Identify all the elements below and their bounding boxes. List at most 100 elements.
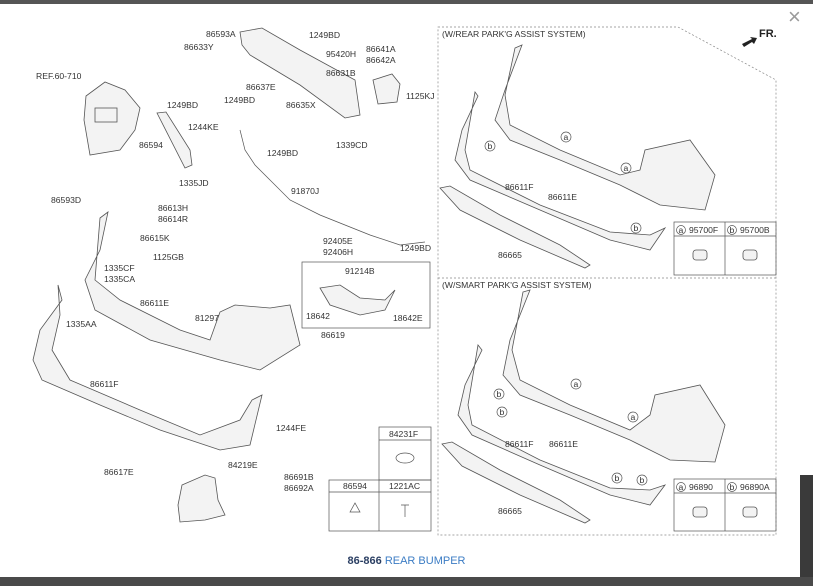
part-label[interactable]: 86611F	[505, 182, 534, 192]
screw-icon	[401, 504, 409, 517]
part-label[interactable]: 1335AA	[66, 319, 97, 329]
side-bracket-86613H	[156, 111, 193, 169]
sensor-a-label[interactable]: 95700F	[689, 225, 718, 235]
callout-a: a	[574, 379, 579, 389]
lower-cover-86611F	[457, 344, 667, 506]
sensor-a-label[interactable]: 96890	[689, 482, 713, 492]
callout-a: a	[624, 163, 629, 173]
bumper-cover-86611E	[84, 211, 301, 371]
part-label[interactable]: 1249BD	[224, 95, 255, 105]
callout-b: b	[634, 223, 639, 233]
part-label[interactable]: 1335CF	[104, 263, 135, 273]
part-label[interactable]: 86637E	[246, 82, 276, 92]
wiring-harness-91870J	[239, 129, 426, 246]
sensor-icon	[742, 249, 758, 261]
part-label[interactable]: 18642	[306, 311, 330, 321]
part-label[interactable]: 1244FE	[276, 423, 306, 433]
part-label[interactable]: 92405E	[323, 236, 353, 246]
callout-b: b	[500, 407, 505, 417]
part-label[interactable]: 1335JD	[179, 178, 209, 188]
legend-left-label: 86594	[343, 481, 367, 491]
part-label[interactable]: 86611E	[140, 298, 169, 308]
bumper-cover-86611E	[494, 44, 716, 211]
part-label[interactable]: 86613H	[158, 203, 188, 213]
part-label[interactable]: 1249BD	[309, 30, 340, 40]
part-label[interactable]: 84219E	[228, 460, 258, 470]
part-label[interactable]: 1125GB	[153, 252, 184, 262]
part-label[interactable]: 86617E	[104, 467, 134, 477]
part-label[interactable]: 1335CA	[104, 274, 135, 284]
callout-b: b	[615, 473, 620, 483]
background-overlay-edge	[800, 475, 813, 577]
part-label[interactable]: 86611F	[505, 439, 534, 449]
variant-frame	[437, 26, 777, 536]
part-label[interactable]: 86619	[321, 330, 345, 340]
part-label[interactable]: 91214B	[345, 266, 375, 276]
part-label[interactable]: 1249BD	[167, 100, 198, 110]
callout-b: b	[640, 475, 645, 485]
legend-top-label: 84231F	[389, 429, 418, 439]
front-direction-label: FR.	[759, 28, 777, 40]
sensor-icon	[692, 249, 708, 261]
sensor-b-marker: b	[730, 225, 735, 235]
reflector-group-box	[301, 261, 431, 329]
part-label[interactable]: 86614R	[158, 214, 188, 224]
rear-assist-title: (W/REAR PARK'G ASSIST SYSTEM)	[442, 29, 586, 39]
bumper-cover-86611E	[502, 289, 726, 463]
lower-cover-86611F	[32, 284, 263, 451]
skid-plate-86665	[439, 185, 591, 269]
plug-icon	[395, 452, 415, 464]
part-label[interactable]: 1244KE	[188, 122, 219, 132]
part-label[interactable]: 86633Y	[184, 42, 214, 52]
sensor-a-marker: a	[679, 482, 684, 492]
close-icon[interactable]: ×	[788, 4, 801, 29]
part-label[interactable]: 92406H	[323, 247, 353, 257]
part-label[interactable]: 95420H	[326, 49, 356, 59]
diagram-modal	[0, 4, 813, 577]
part-label[interactable]: 86611F	[90, 379, 119, 389]
part-label[interactable]: 81297	[195, 313, 219, 323]
under-cover-86691B	[177, 474, 226, 523]
part-label[interactable]: 86611E	[548, 192, 577, 202]
part-label[interactable]: 86593D	[51, 195, 81, 205]
part-label[interactable]: 18642E	[393, 313, 423, 323]
part-label[interactable]: 86691B	[284, 472, 314, 482]
sensor-icon	[692, 506, 708, 518]
part-label[interactable]: 1339CD	[336, 140, 368, 150]
front-arrow-icon	[742, 37, 757, 47]
part-label[interactable]: 86611E	[549, 439, 578, 449]
reflector-assembly	[319, 284, 396, 316]
part-label[interactable]: 86641A	[366, 44, 396, 54]
diagram-caption: 86-866 REAR BUMPER	[0, 555, 813, 567]
callout-a: a	[631, 412, 636, 422]
caption-code: 86-866	[347, 555, 382, 567]
part-labels: 86593A 86633Y 1249BD 95420H 86641A 86642…	[36, 29, 435, 493]
part-label[interactable]: 1249BD	[267, 148, 298, 158]
sensor-b-label[interactable]: 95700B	[740, 225, 770, 235]
clip-icon	[349, 502, 361, 513]
rear-assist-group: 86611F 86611E 86665 a a b b a 95700F b 9…	[439, 44, 777, 276]
callout-b: b	[488, 141, 493, 151]
part-label[interactable]: REF.60-710	[36, 71, 82, 81]
part-label[interactable]: 1125KJ	[406, 91, 435, 101]
sensor-b-label[interactable]: 96890A	[740, 482, 770, 492]
part-label[interactable]: 1249BD	[400, 243, 431, 253]
part-label[interactable]: 86665	[498, 506, 522, 516]
part-label[interactable]: 91870J	[291, 186, 319, 196]
part-label[interactable]: 86631B	[326, 68, 356, 78]
smart-assist-title: (W/SMART PARK'G ASSIST SYSTEM)	[442, 280, 592, 290]
part-label[interactable]: 86594	[139, 140, 163, 150]
sensor-icon	[742, 506, 758, 518]
part-label[interactable]: 86615K	[140, 233, 170, 243]
background-overlay	[0, 0, 813, 4]
part-label[interactable]: 86635X	[286, 100, 316, 110]
bracket-86641A	[372, 73, 401, 105]
part-label[interactable]: 86665	[498, 250, 522, 260]
caption-name[interactable]: REAR BUMPER	[384, 555, 466, 567]
part-label[interactable]: 86642A	[366, 55, 396, 65]
lower-cover-86611F	[454, 91, 667, 251]
callout-a: a	[564, 132, 569, 142]
part-label[interactable]: 86593A	[206, 29, 236, 39]
part-label[interactable]: 86692A	[284, 483, 314, 493]
